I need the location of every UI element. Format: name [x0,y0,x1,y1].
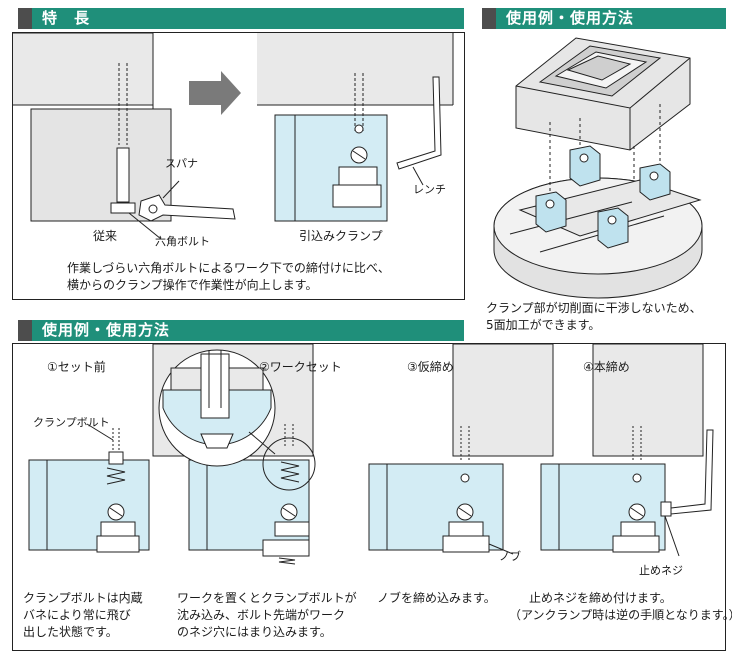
step-3-label: ③仮締め [407,360,454,374]
example-title: 使用例・使用方法 [506,9,635,27]
usage-panel: ①セット前 ②ワークセット ③仮締め ④本締め クランプボルト ノブ 止めネジ … [12,343,732,651]
label-conventional: 従来 [93,229,118,243]
features-header: 特 長 [18,8,464,29]
example-caption-line-1: クランプ部が切削面に干渉しないため、 [486,301,702,315]
features-desc-line-2: 横からのクランプ操作で作業性が向上します。 [67,278,318,292]
label-spanner: スパナ [165,157,198,170]
label-set-screw: 止めネジ [639,564,683,577]
label-knob: ノブ [499,550,521,563]
features-panel: スパナ 従来 六角ボルト レンチ 引込みクランプ 作業しづらい六角ボルトによるワ… [12,32,465,300]
step-4-caption-line-2: （アンクランプ時は逆の手順となります。） [509,608,732,622]
step-1-caption-line-1: クランプボルトは内蔵 [23,591,143,605]
step-3-caption-line-1: ノブを締め込みます。 [377,591,496,605]
example-caption-line-2: 5面加工ができます。 [486,318,601,332]
label-wrench: レンチ [413,183,446,196]
usage-header: 使用例・使用方法 [18,320,464,341]
step-4-label: ④本締め [583,360,630,374]
header-tab-marker [18,8,32,29]
label-hex-bolt: 六角ボルト [155,235,210,248]
step-1-caption-line-2: バネにより常に飛び [23,608,131,622]
header-tab-marker [482,8,496,29]
label-pull-clamp: 引込みクランプ [299,229,383,243]
features-desc-line-1: 作業しづらい六角ボルトによるワーク下での締付けに比べ、 [67,261,390,275]
step-2-caption-line-2: 沈み込み、ボルト先端がワーク [177,608,346,622]
header-tab-marker [18,320,32,341]
example-header: 使用例・使用方法 [482,8,726,29]
features-title: 特 長 [42,9,91,27]
arrow-right-icon [189,71,241,115]
usage-title: 使用例・使用方法 [42,321,171,339]
step-2-label: ②ワークセット [259,360,342,374]
step-2-caption-line-1: ワークを置くとクランプボルトが [177,591,357,605]
spanner-icon [138,194,236,222]
label-clamp-bolt: クランプボルト [33,416,110,429]
step-2-caption-line-3: のネジ穴にはまり込みます。 [177,625,332,639]
step-1-caption-line-3: 出した状態です。 [23,625,118,639]
features-illustration [13,32,454,240]
usage-illustration [28,343,714,565]
step-1-label: ①セット前 [47,360,106,374]
step-4-caption-line-1: 止めネジを締め付けます。 [529,591,672,605]
wrench-icon [396,76,442,170]
